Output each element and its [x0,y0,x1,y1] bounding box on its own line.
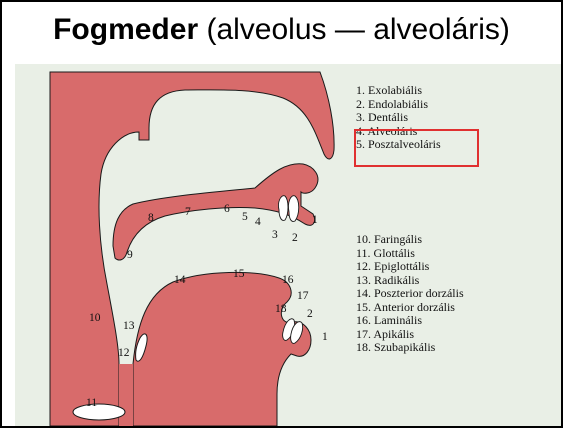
glottis-shape [73,404,125,420]
lower-label-10: 10 [89,312,101,324]
upper-label-6: 6 [224,203,230,215]
lower-label-2: 2 [307,308,313,320]
legend-item: 1. Exolabiális [356,84,441,98]
lower-label-15: 15 [233,268,245,280]
upper-tooth-inner [278,196,288,221]
slide-title: Fogmeder (alveolus — alveoláris) [2,2,561,58]
upper-label-8: 8 [148,212,154,224]
upper-label-3: 3 [272,229,278,241]
legend-item: 2. Endolabiális [356,98,441,112]
lower-jaw-tongue-shape [133,272,311,426]
legend-item: 15. Anterior dorzális [356,301,464,315]
upper-label-2: 2 [292,232,298,244]
legend-item: 12. Epiglottális [356,260,464,274]
legend-item: 13. Radikális [356,274,464,288]
title-rest: (alveolus — alveoláris) [198,13,510,46]
legend-bottom: 10. Faringális 11. Glottális 12. Epiglot… [356,233,464,355]
legend-item: 10. Faringális [356,233,464,247]
lower-label-17: 17 [297,290,309,302]
legend-item: 16. Laminális [356,314,464,328]
legend-item: 11. Glottális [356,247,464,261]
upper-label-9: 9 [127,249,133,261]
upper-label-4: 4 [255,216,261,228]
upper-label-1: 1 [312,214,318,226]
lower-label-18: 18 [275,303,287,315]
vocal-tract-diagram: 1 2 3 4 5 6 7 8 9 1 2 10 11 12 13 14 15 … [15,64,561,426]
lower-label-14: 14 [174,274,186,286]
upper-tooth-outer [288,196,298,222]
highlight-box [354,129,479,167]
upper-label-5: 5 [242,211,248,223]
title-bold: Fogmeder [53,13,198,46]
legend-item: 3. Dentális [356,111,441,125]
upper-label-7: 7 [185,206,191,218]
legend-item: 18. Szubapikális [356,341,464,355]
diagram-panel: 1 2 3 4 5 6 7 8 9 1 2 10 11 12 13 14 15 … [15,64,561,426]
lower-label-12: 12 [118,347,130,359]
lower-label-16: 16 [282,274,294,286]
lower-label-13: 13 [123,320,135,332]
lower-label-11: 11 [86,397,97,409]
legend-item: 14. Poszterior dorzális [356,287,464,301]
lower-label-1: 1 [322,331,328,343]
legend-item: 17. Apikális [356,328,464,342]
